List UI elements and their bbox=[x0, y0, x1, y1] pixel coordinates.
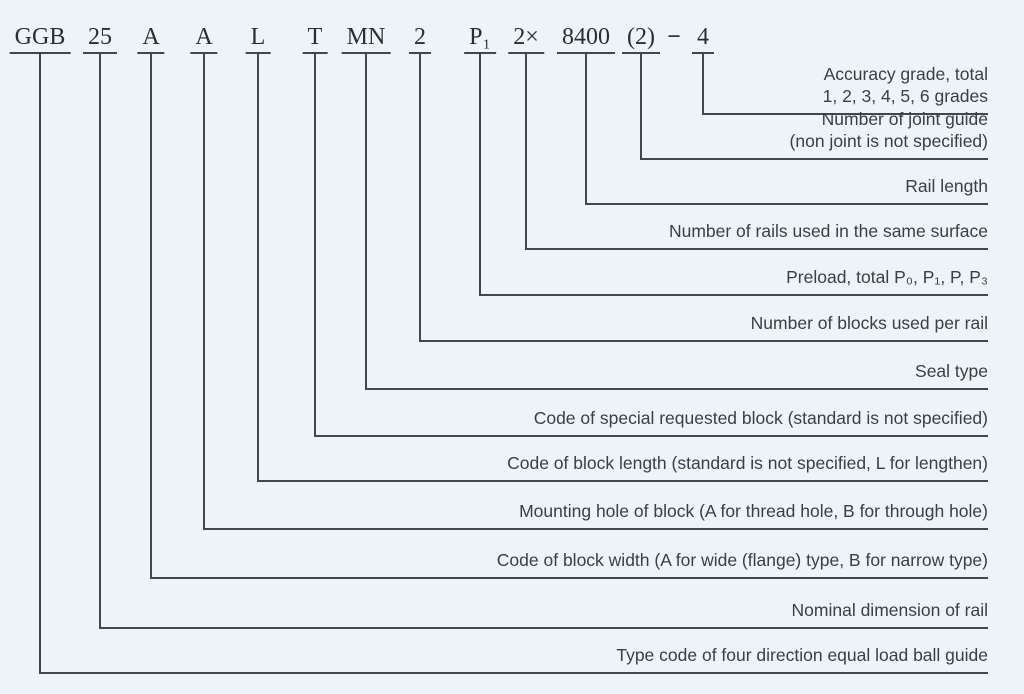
connector-vline-blocks-per-rail bbox=[419, 54, 421, 342]
code-token-block-width: A bbox=[137, 24, 165, 54]
label-line: Code of block width (A for wide (flange)… bbox=[496, 550, 988, 570]
label-line: Number of blocks used per rail bbox=[750, 313, 988, 333]
connector-hline-nominal-dimension bbox=[99, 627, 988, 629]
label-rail-length: Rail length bbox=[905, 175, 988, 197]
connector-hline-accuracy-grade bbox=[702, 113, 988, 115]
label-block-length: Code of block length (standard is not sp… bbox=[507, 452, 988, 474]
connector-hline-seal-type bbox=[365, 388, 988, 390]
label-line: Rail length bbox=[905, 176, 988, 196]
connector-vline-mounting-hole bbox=[203, 54, 205, 530]
code-token-rail-count: 2× bbox=[508, 24, 544, 54]
connector-vline-nominal-dimension bbox=[99, 54, 101, 629]
code-token-rail-length: 8400 bbox=[557, 24, 615, 54]
label-line: Code of block length (standard is not sp… bbox=[507, 453, 988, 473]
label-line: Code of special requested block (standar… bbox=[533, 408, 988, 428]
connector-hline-rail-length bbox=[585, 203, 988, 205]
label-blocks-per-rail: Number of blocks used per rail bbox=[751, 312, 988, 334]
label-joint-guide: Number of joint guide (non joint is not … bbox=[790, 108, 988, 152]
label-line: Mounting hole of block (A for thread hol… bbox=[519, 501, 988, 521]
label-mounting-hole: Mounting hole of block (A for thread hol… bbox=[519, 500, 988, 522]
label-special-block: Code of special requested block (standar… bbox=[534, 407, 988, 429]
label-line: Seal type bbox=[915, 361, 988, 381]
code-token-blocks-per-rail: 2 bbox=[409, 24, 431, 54]
connector-hline-mounting-hole bbox=[203, 528, 988, 530]
code-token-type: GGB bbox=[9, 24, 71, 54]
label-line: Nominal dimension of rail bbox=[791, 600, 988, 620]
connector-vline-special-block bbox=[314, 54, 316, 437]
code-token-preload: P₁ bbox=[464, 24, 496, 54]
connector-hline-type-code bbox=[39, 672, 988, 674]
connector-hline-block-width bbox=[150, 577, 988, 579]
code-token-mounting-hole: A bbox=[190, 24, 218, 54]
code-token-special-block: T bbox=[302, 24, 328, 54]
label-rail-count: Number of rails used in the same surface bbox=[669, 220, 988, 242]
connector-vline-joint-guide bbox=[640, 54, 642, 160]
connector-vline-block-length bbox=[257, 54, 259, 482]
label-line: 1, 2, 3, 4, 5, 6 grades bbox=[822, 86, 988, 106]
label-accuracy-grade: Accuracy grade, total 1, 2, 3, 4, 5, 6 g… bbox=[823, 63, 988, 107]
code-token-accuracy: 4 bbox=[692, 24, 714, 54]
connector-hline-block-length bbox=[257, 480, 988, 482]
code-token-block-length: L bbox=[245, 24, 271, 54]
connector-hline-rail-count bbox=[525, 248, 988, 250]
label-line: Number of rails used in the same surface bbox=[668, 221, 988, 241]
connector-vline-type-code bbox=[39, 54, 41, 674]
code-separator-dash: − bbox=[667, 24, 681, 50]
label-line: Preload, total P₀, P₁, P, P₃ bbox=[786, 267, 988, 287]
code-token-seal: MN bbox=[341, 24, 391, 54]
label-seal-type: Seal type bbox=[915, 360, 988, 382]
connector-vline-accuracy-grade bbox=[702, 54, 704, 115]
connector-hline-blocks-per-rail bbox=[419, 340, 988, 342]
label-block-width: Code of block width (A for wide (flange)… bbox=[497, 549, 988, 571]
label-line: Accuracy grade, total bbox=[823, 64, 988, 84]
label-nominal-dimension: Nominal dimension of rail bbox=[792, 599, 988, 621]
code-token-size: 25 bbox=[83, 24, 117, 54]
connector-hline-joint-guide bbox=[640, 158, 988, 160]
code-token-joint-count: (2) bbox=[622, 24, 660, 54]
label-line: (non joint is not specified) bbox=[789, 131, 988, 151]
connector-vline-rail-length bbox=[585, 54, 587, 205]
connector-vline-seal-type bbox=[365, 54, 367, 390]
label-line: Number of joint guide bbox=[821, 109, 988, 129]
connector-vline-preload bbox=[479, 54, 481, 296]
connector-vline-rail-count bbox=[525, 54, 527, 250]
label-line: Type code of four direction equal load b… bbox=[616, 645, 988, 665]
connector-hline-special-block bbox=[314, 435, 988, 437]
connector-vline-block-width bbox=[150, 54, 152, 579]
label-type-code: Type code of four direction equal load b… bbox=[616, 644, 988, 666]
label-preload: Preload, total P₀, P₁, P, P₃ bbox=[786, 266, 988, 288]
connector-hline-preload bbox=[479, 294, 988, 296]
